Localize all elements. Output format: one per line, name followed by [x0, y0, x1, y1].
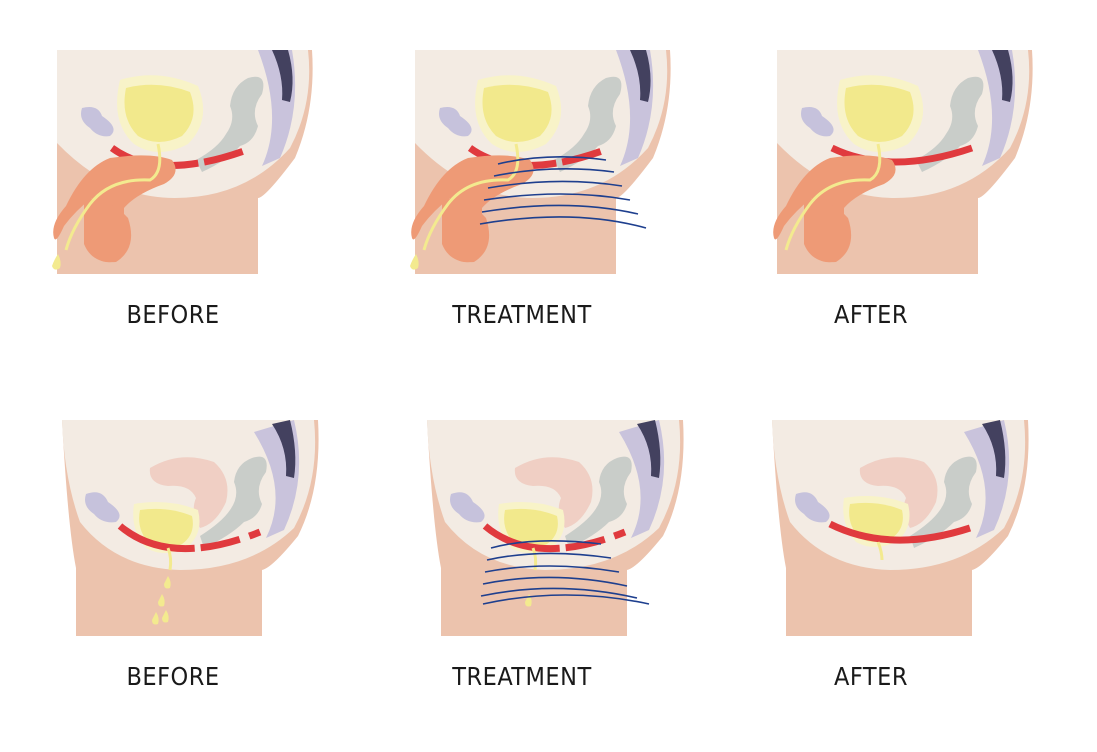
urine-leak-drop [410, 254, 419, 270]
rectum [554, 76, 622, 172]
urethra [166, 547, 173, 571]
female-after-label: AFTER [834, 662, 908, 691]
pelvic-floor-muscle [482, 523, 627, 553]
female-before-illustration [62, 420, 319, 636]
wave-5 [480, 587, 638, 599]
wave-4 [483, 193, 631, 201]
wave-4 [482, 576, 628, 587]
female-treatment-illustration [427, 420, 684, 636]
wave-2 [493, 168, 615, 177]
bladder [504, 508, 558, 548]
wave-5 [481, 204, 639, 215]
electromagnetic-waves [479, 156, 647, 229]
urethra [422, 143, 520, 251]
wave-3 [487, 180, 623, 189]
testis [804, 198, 852, 263]
rectum [916, 76, 984, 172]
male-treatment-diagram [398, 48, 678, 298]
urethra [531, 547, 538, 571]
male-after-label: AFTER [834, 300, 908, 329]
urethra [784, 143, 882, 251]
urine-leak-drop [158, 594, 165, 607]
female-before-label: BEFORE [126, 662, 220, 691]
urine-leak-drop [152, 612, 159, 625]
uterus [859, 457, 938, 528]
spine-dark [982, 420, 1006, 478]
pubic-bone [450, 492, 485, 523]
wave-6 [482, 594, 650, 605]
male-before-illustration [52, 50, 313, 274]
female-before-diagram [40, 418, 320, 668]
urethra [64, 143, 162, 251]
urine-leak-drop [52, 254, 61, 270]
electromagnetic-waves [480, 540, 650, 605]
male-after-illustration [773, 50, 1033, 274]
spine-dark [272, 420, 296, 478]
pubic-bone [795, 492, 830, 523]
female-after-diagram [750, 418, 1030, 668]
male-after-diagram [760, 48, 1040, 298]
urethra [876, 541, 884, 561]
female-treatment-diagram [405, 418, 685, 668]
pubic-bone [85, 492, 120, 523]
male-before-label: BEFORE [126, 300, 220, 329]
testis [84, 198, 132, 263]
bladder [124, 84, 194, 142]
wave-1 [490, 540, 602, 549]
female-after-illustration [772, 420, 1029, 636]
uterus [149, 457, 228, 528]
female-treatment-label: TREATMENT [452, 662, 592, 691]
spine-dark [992, 50, 1013, 102]
pubic-bone [801, 107, 834, 137]
testis [442, 198, 490, 263]
spine-dark [272, 50, 293, 102]
male-treatment-illustration [410, 50, 671, 274]
urine-leak-drop [164, 576, 171, 589]
pubic-bone [439, 107, 472, 137]
bladder [482, 84, 552, 142]
spine-dark [637, 420, 661, 478]
rectum [565, 456, 632, 548]
male-before-diagram [40, 48, 320, 298]
pubic-bone [81, 107, 114, 137]
male-treatment-label: TREATMENT [452, 300, 592, 329]
pelvic-floor-muscle [828, 520, 972, 544]
wave-6 [479, 216, 647, 229]
bladder [844, 84, 914, 142]
rectum [200, 456, 267, 548]
wave-1 [497, 156, 607, 165]
pelvic-floor-muscle [117, 523, 262, 553]
uterus [514, 457, 593, 528]
urine-leak-drop [162, 610, 169, 623]
rectum [910, 456, 977, 548]
spine-dark [630, 50, 651, 102]
rectum [196, 76, 264, 172]
bladder [139, 508, 193, 548]
wave-3 [484, 565, 620, 573]
pelvic-floor-muscle [830, 144, 974, 166]
wave-2 [486, 552, 612, 561]
